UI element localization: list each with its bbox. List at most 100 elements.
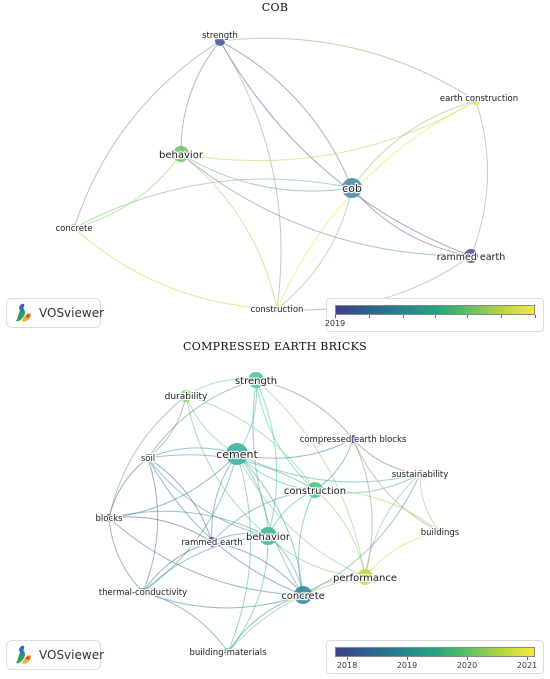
ceb-network-title: COMPRESSED EARTH BRICKS	[183, 340, 367, 353]
node-strength[interactable]	[248, 372, 264, 388]
node-concrete[interactable]	[294, 586, 312, 604]
node-behavior[interactable]	[173, 146, 189, 162]
node-sustainability[interactable]	[416, 470, 424, 478]
node-construction[interactable]	[273, 305, 281, 313]
link-sustainability-concrete	[302, 473, 421, 596]
ceb-links	[108, 378, 441, 653]
cob-year-legend: 2019	[325, 298, 544, 332]
link-soil-blocks	[108, 457, 149, 519]
legend-tick	[369, 315, 370, 318]
link-strength-earth-construction	[219, 37, 477, 102]
link-construction-concrete	[298, 489, 316, 596]
legend-tick	[501, 315, 502, 318]
node-label-behavior: behavior	[159, 150, 204, 161]
node-performance[interactable]	[357, 569, 373, 585]
cob-nodes	[70, 36, 480, 313]
link-strength-compressed-earth-blocks	[255, 379, 354, 440]
link-strength-behavior	[255, 379, 278, 537]
node-label-compressed-earth-blocks: compressed earth blocks	[300, 435, 407, 445]
link-blocks-behavior	[108, 510, 269, 537]
node-label-blocks: blocks	[96, 514, 124, 524]
link-cement-compressed-earth-blocks	[236, 438, 354, 459]
legend-tick	[403, 315, 404, 318]
node-compressed-earth-blocks[interactable]	[349, 435, 357, 443]
vosviewer-logo-icon	[16, 645, 32, 664]
link-rammed-earth-thermal-conductivity	[142, 541, 213, 593]
link-durability-soil	[147, 395, 187, 459]
node-label-performance: performance	[333, 573, 397, 584]
node-label-strength: strength	[202, 31, 238, 41]
vosviewer-logo: VOSviewer	[6, 640, 104, 670]
link-cement-thermal-conductivity	[142, 453, 238, 593]
node-label-buildings: buildings	[421, 528, 460, 538]
link-sustainability-performance	[364, 473, 421, 578]
node-label-concrete: concrete	[281, 591, 325, 602]
node-label-rammed-earth: rammed earth	[181, 538, 242, 548]
link-behavior-thermal-conductivity	[142, 535, 269, 593]
link-soil-behavior	[147, 457, 269, 537]
legend-year-label-2020: 2020	[456, 661, 478, 670]
link-blocks-concrete	[108, 517, 304, 596]
link-compressed-earth-blocks-buildings	[352, 438, 441, 533]
node-behavior[interactable]	[259, 527, 277, 545]
link-cob-construction	[276, 187, 353, 310]
cob-network-title: COB	[261, 1, 289, 14]
link-blocks-thermal-conductivity	[108, 517, 144, 593]
node-label-sustainability: sustainability	[392, 470, 449, 480]
link-strength-concrete	[73, 40, 221, 229]
link-cob-rammed-earth	[351, 187, 472, 257]
link-strength-performance	[255, 379, 366, 578]
link-cement-blocks	[108, 453, 238, 519]
node-durability[interactable]	[180, 390, 192, 402]
node-construction[interactable]	[307, 482, 323, 498]
link-strength-behavior	[180, 40, 221, 155]
link-construction-performance	[314, 489, 366, 578]
legend-tick	[435, 315, 436, 318]
node-label-earth-construction: earth construction	[440, 94, 518, 104]
node-rammed-earth[interactable]	[207, 537, 217, 547]
node-earth-construction[interactable]	[472, 97, 480, 105]
node-label-rammed-earth: rammed earth	[437, 252, 505, 263]
link-construction-buildings	[314, 489, 441, 533]
link-strength-cob	[219, 40, 353, 189]
legend-tick	[335, 315, 336, 318]
node-label-building-materials: building-materials	[189, 648, 267, 658]
node-label-durability: durability	[165, 392, 208, 402]
link-strength-construction	[255, 379, 316, 491]
node-rammed-earth[interactable]	[464, 249, 478, 263]
legend-tick	[467, 315, 468, 318]
cob-network-panel: COB strength earth construction behavior co…	[0, 0, 550, 338]
node-concrete[interactable]	[70, 224, 78, 232]
node-buildings[interactable]	[436, 528, 444, 536]
node-label-construction: construction	[284, 486, 346, 497]
node-blocks[interactable]	[105, 514, 113, 522]
node-cob[interactable]	[342, 178, 362, 198]
link-construction-rammed-earth	[211, 489, 316, 543]
node-label-cement: cement	[216, 448, 258, 461]
node-soil[interactable]	[144, 454, 152, 462]
link-behavior-concrete	[73, 153, 182, 229]
link-behavior-construction	[180, 153, 278, 310]
legend-tick	[347, 657, 348, 660]
node-label-soil: soil	[141, 454, 155, 464]
link-durability-behavior	[185, 395, 269, 537]
ceb-color-scale-bar	[335, 647, 535, 657]
link-behavior-cob	[180, 153, 353, 192]
legend-tick	[527, 657, 528, 660]
node-label-thermal-conductivity: thermal-conductivity	[99, 588, 187, 598]
link-soil-rammed-earth	[147, 457, 213, 543]
link-earth-construction-construction	[276, 100, 477, 310]
node-strength[interactable]	[215, 36, 225, 46]
link-behavior-rammed-earth	[180, 153, 472, 257]
link-concrete-building-materials	[227, 594, 304, 653]
ceb-nodes	[105, 372, 444, 656]
node-label-concrete: concrete	[55, 224, 92, 234]
node-thermal-conductivity[interactable]	[139, 588, 147, 596]
legend-tick	[407, 657, 408, 660]
node-building-materials[interactable]	[224, 648, 232, 656]
node-cement[interactable]	[226, 443, 248, 465]
link-soil-thermal-conductivity	[142, 457, 159, 593]
